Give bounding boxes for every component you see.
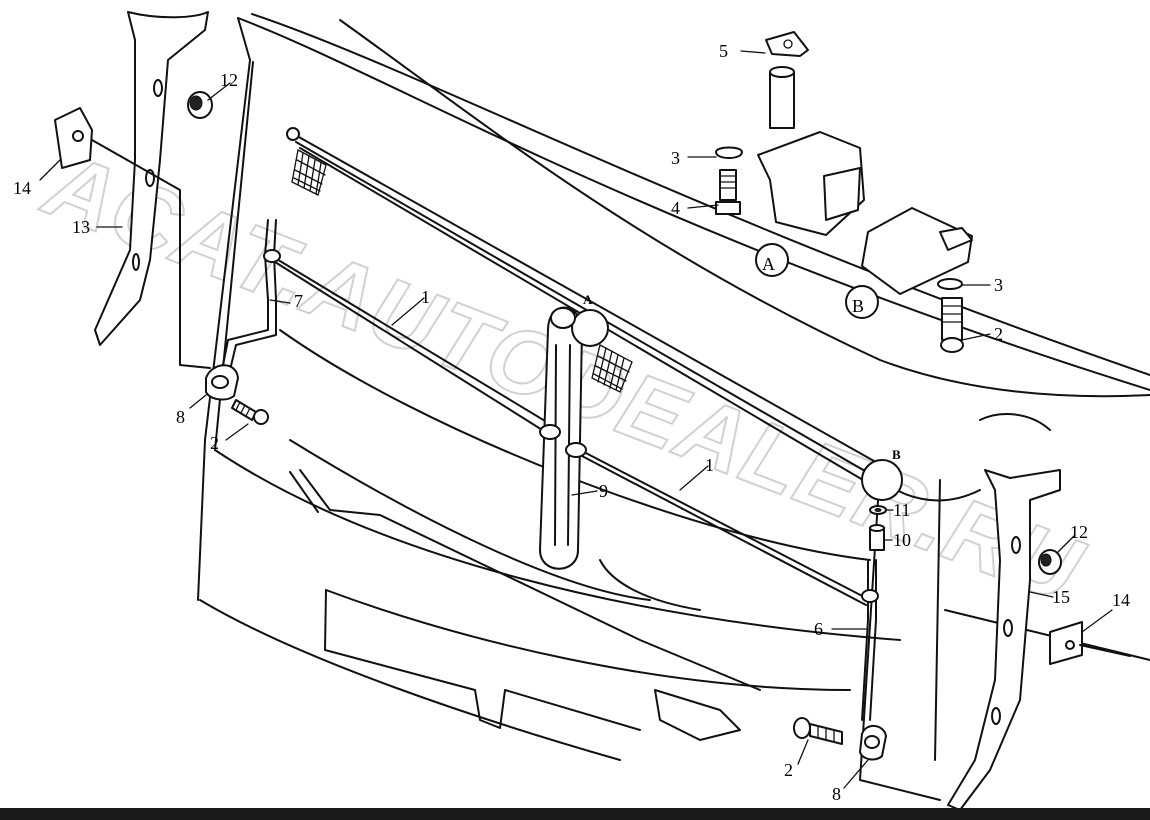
callout-14-left: 14 bbox=[13, 178, 31, 198]
callout-14-right: 14 bbox=[1112, 590, 1130, 610]
bottom-border bbox=[0, 808, 1150, 820]
callout-3-a: 3 bbox=[671, 148, 680, 168]
washer-11 bbox=[869, 505, 887, 515]
detail-a-label: A bbox=[583, 292, 593, 307]
callout-4: 4 bbox=[671, 198, 680, 218]
callout-3-b: 3 bbox=[994, 275, 1003, 295]
callout-7: 7 bbox=[294, 291, 303, 311]
rod-7 bbox=[221, 219, 281, 371]
callout-15: 15 bbox=[1052, 587, 1070, 607]
screw-2-right bbox=[793, 717, 843, 745]
callout-8-right: 8 bbox=[832, 784, 841, 804]
plug-12-right bbox=[1038, 549, 1062, 575]
detail-view-b: B bbox=[845, 207, 973, 353]
clip-14-left bbox=[54, 107, 211, 369]
detail-marker-b: B bbox=[861, 447, 903, 501]
callout-10: 10 bbox=[893, 530, 911, 550]
detail-view-a-label: A bbox=[762, 254, 775, 274]
callout-6: 6 bbox=[814, 619, 823, 639]
callout-11: 11 bbox=[893, 500, 910, 520]
plug-12-left bbox=[187, 91, 213, 119]
detail-view-a: A bbox=[715, 31, 865, 277]
callout-1-mid: 1 bbox=[705, 455, 714, 475]
callout-8-left: 8 bbox=[176, 407, 185, 427]
screw-2-left bbox=[231, 399, 269, 425]
pillar-trim-right bbox=[947, 469, 1061, 811]
callout-5: 5 bbox=[719, 41, 728, 61]
callout-12-left: 12 bbox=[220, 70, 238, 90]
callout-1-top: 1 bbox=[421, 287, 430, 307]
clip-14-right bbox=[1049, 621, 1131, 665]
callout-9: 9 bbox=[599, 481, 608, 501]
sleeve-10 bbox=[869, 524, 885, 551]
detail-marker-a: A bbox=[550, 292, 609, 347]
support-bracket-9 bbox=[539, 306, 587, 570]
callout-2-b: 2 bbox=[994, 324, 1003, 344]
bracket-8-right bbox=[859, 725, 887, 761]
detail-view-b-label: B bbox=[852, 296, 864, 316]
callout-2-left: 2 bbox=[210, 433, 219, 453]
cab-body bbox=[197, 13, 1150, 801]
leader-lines bbox=[39, 50, 1113, 789]
bracket-8-left bbox=[205, 364, 239, 401]
detail-b-label: B bbox=[892, 447, 901, 462]
pillar-trim-left bbox=[94, 11, 209, 346]
callout-12-right: 12 bbox=[1070, 522, 1088, 542]
callout-2-right: 2 bbox=[784, 760, 793, 780]
rod-6 bbox=[861, 559, 879, 721]
callouts: 5 3 4 3 2 12 14 13 7 1 8 2 9 1 11 10 6 1… bbox=[13, 41, 1130, 804]
callout-13: 13 bbox=[72, 217, 90, 237]
